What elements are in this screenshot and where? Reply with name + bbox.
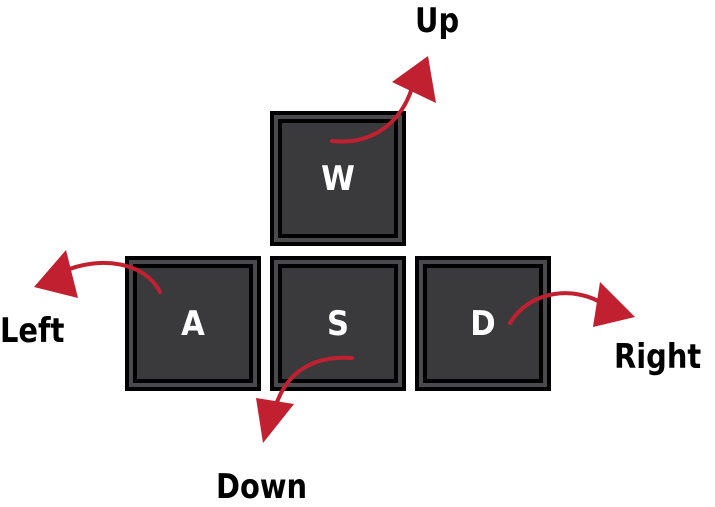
right-arrow-stroke bbox=[508, 291, 607, 325]
key-s-label: S bbox=[282, 268, 394, 379]
key-d: D bbox=[415, 256, 551, 391]
left-arrow-stroke bbox=[60, 260, 162, 294]
right-arrowhead-icon bbox=[593, 282, 635, 327]
label-left: Left bbox=[0, 311, 65, 351]
key-d-label: D bbox=[427, 268, 539, 379]
label-down: Down bbox=[216, 467, 308, 507]
up-arrowhead-icon bbox=[392, 56, 436, 103]
up-arrow-stroke bbox=[330, 86, 414, 144]
key-s: S bbox=[270, 256, 406, 391]
down-arrow-stroke bbox=[273, 355, 354, 410]
label-up: Up bbox=[415, 1, 460, 41]
left-arrowhead-icon bbox=[34, 250, 78, 298]
down-arrowhead-icon bbox=[256, 398, 294, 443]
label-right: Right bbox=[614, 337, 702, 377]
